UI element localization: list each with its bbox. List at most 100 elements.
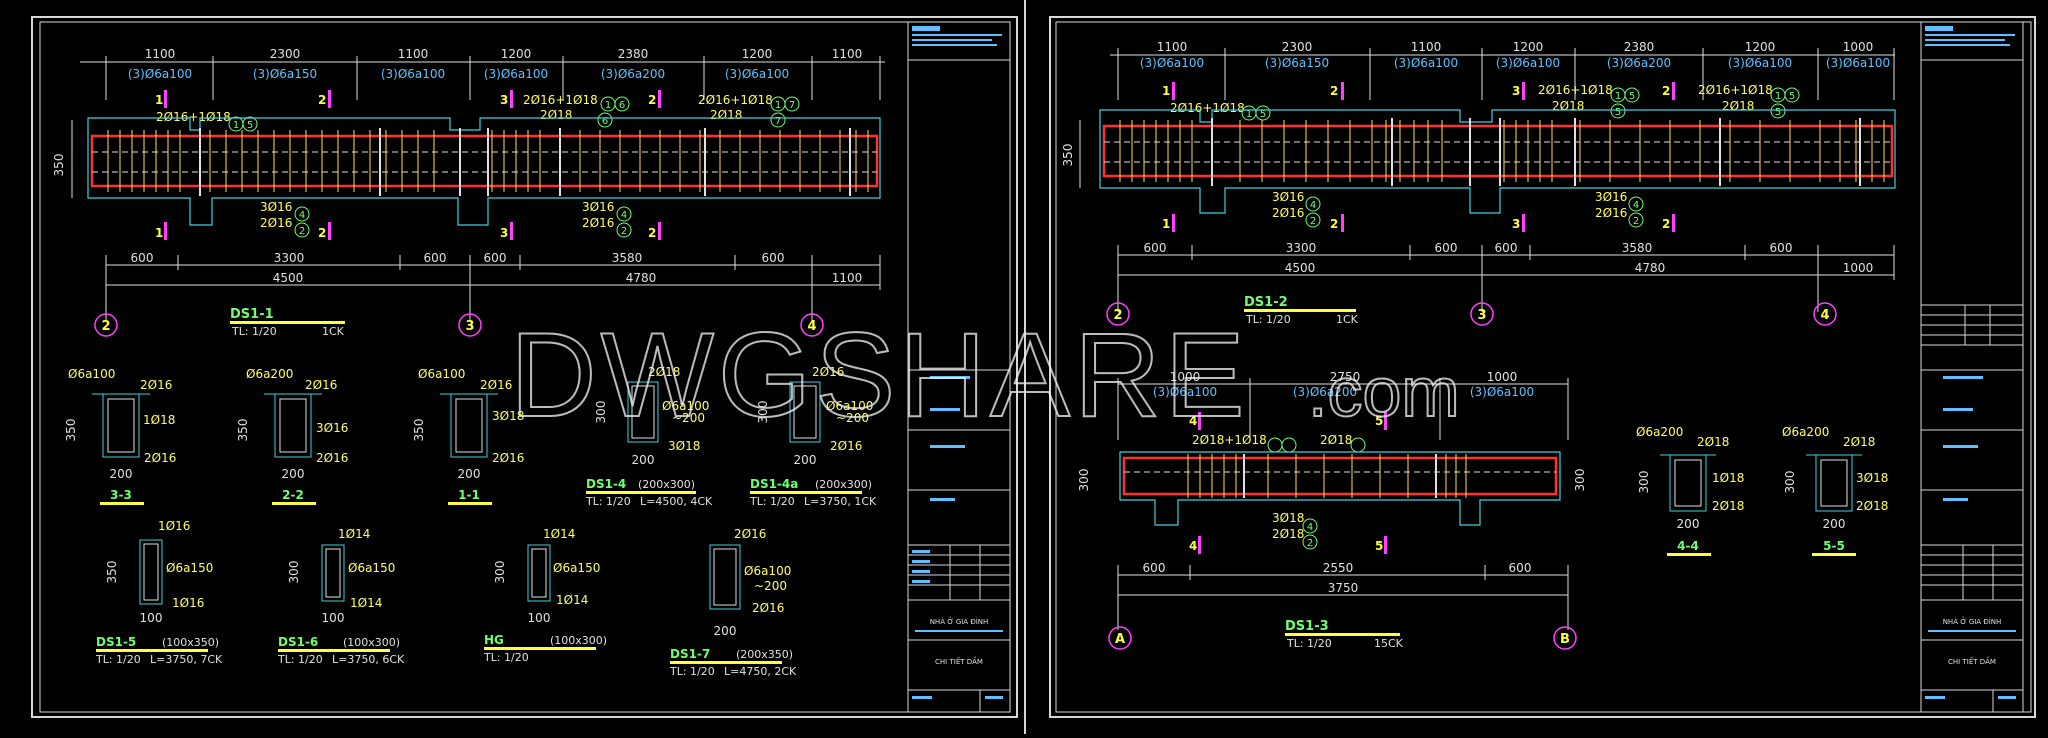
section-mid: 1Ø18 bbox=[1712, 471, 1744, 485]
section-stirrup: Ø6a200 bbox=[1636, 425, 1683, 439]
ds-top: 2Ø16 bbox=[734, 527, 766, 541]
total-span-label: 4780 bbox=[1635, 261, 1666, 275]
ds-length: L=3750, 1CK bbox=[804, 495, 877, 508]
total-span-label: 4780 bbox=[626, 271, 657, 285]
section-mid: 3Ø16 bbox=[316, 421, 348, 435]
span-label: 3580 bbox=[1622, 241, 1653, 255]
axis-label: 3 bbox=[1477, 308, 1486, 323]
ds-title: DS1-4 bbox=[586, 477, 626, 491]
left-axis-markers: 2 3 4 bbox=[94, 313, 824, 337]
stirrup-label: (3)Ø6a100 bbox=[1140, 56, 1204, 70]
span-label: 1000 bbox=[1170, 370, 1201, 384]
ds-scale: TL: 1/20 bbox=[585, 495, 631, 508]
left-stirrup-label: (3)Ø6a150 bbox=[253, 67, 317, 81]
ds-width: 200 bbox=[794, 453, 817, 467]
span-label: 600 bbox=[1435, 241, 1458, 255]
right-bottom-tags bbox=[1305, 196, 1644, 228]
left-title-block: NHÀ Ở GIA ĐÌNH CHI TIẾT DẦM bbox=[907, 21, 1011, 713]
bar-tag: 4 bbox=[621, 210, 627, 221]
bar-tag: 7 bbox=[775, 116, 781, 127]
bar-tag: 5 bbox=[1615, 107, 1621, 118]
section-stirrup: Ø6a100 bbox=[418, 367, 465, 381]
left-span-label: 1200 bbox=[742, 47, 773, 61]
section-top: 2Ø18 bbox=[1697, 435, 1729, 449]
span-label: 3300 bbox=[1286, 241, 1317, 255]
section-name: 1-1 bbox=[458, 488, 480, 502]
total-span-label: 1000 bbox=[1843, 261, 1874, 275]
right-axis-markers: 2 3 4 bbox=[1106, 302, 1837, 326]
section-mid: 1Ø18 bbox=[143, 413, 175, 427]
section-mark: 2 bbox=[318, 226, 326, 240]
bar-tag: 5 bbox=[247, 120, 253, 131]
left-stirrup-label: (3)Ø6a200 bbox=[601, 67, 665, 81]
bar-tag: 1 bbox=[1246, 109, 1252, 120]
beam-title: DS1-2 bbox=[1244, 295, 1288, 310]
right-section-5-5: 300 200 Ø6a200 2Ø18 3Ø18 2Ø18 5-5 bbox=[1782, 425, 1888, 556]
stirrup-label: (3)Ø6a100 bbox=[1496, 56, 1560, 70]
stirrup-label: (3)Ø6a200 bbox=[1293, 385, 1357, 399]
beam-count: 15CK bbox=[1374, 637, 1404, 650]
span-label: 600 bbox=[1495, 241, 1518, 255]
axis-label: 2 bbox=[101, 319, 110, 334]
right-sheet-name: CHI TIẾT DẦM bbox=[1948, 656, 1996, 666]
left-ds1-5: 350 100 1Ø16 Ø6a150 1Ø16 DS1-5 (100x350)… bbox=[95, 519, 223, 666]
bar-callout: 2Ø18 bbox=[1272, 527, 1304, 541]
ds-size: (100x350) bbox=[162, 636, 219, 649]
left-span-label: 1100 bbox=[145, 47, 176, 61]
span-label: 3580 bbox=[612, 251, 643, 265]
ds-height: 300 bbox=[756, 401, 770, 424]
beam-count: 1CK bbox=[1336, 313, 1359, 326]
right-bottom-span-labels: 600 3300 600 600 3580 600 4500 4780 1000 bbox=[1144, 241, 1874, 275]
left-bottom-tags bbox=[294, 206, 632, 238]
ds-stirrup: Ø6a100 bbox=[826, 399, 873, 413]
total-span-label: 1100 bbox=[832, 271, 863, 285]
ds-height: 350 bbox=[105, 561, 119, 584]
left-section-1-1: 350 200 Ø6a100 2Ø16 3Ø18 2Ø16 1-1 bbox=[412, 367, 524, 505]
section-mark: 1 bbox=[155, 93, 163, 107]
bar-tag: 5 bbox=[1629, 91, 1635, 102]
axis-label: 2 bbox=[1113, 308, 1122, 323]
section-width: 200 bbox=[458, 467, 481, 481]
left-span-label: 1200 bbox=[501, 47, 532, 61]
section-bot: 2Ø18 bbox=[1712, 499, 1744, 513]
ds-bot: 1Ø14 bbox=[556, 593, 588, 607]
right-beam-elevation: 350 bbox=[1061, 109, 1896, 214]
section-height: 300 bbox=[1637, 471, 1651, 494]
stirrup-label: (3)Ø6a100 bbox=[1470, 385, 1534, 399]
total-span-label: 4500 bbox=[1285, 261, 1316, 275]
span-label: 600 bbox=[484, 251, 507, 265]
beam-title: DS1-1 bbox=[230, 307, 274, 322]
bar-callout: 2Ø18 bbox=[710, 108, 742, 122]
right-ds1-3: 1000 2750 1000 (3)Ø6a100 (3)Ø6a200 (3)Ø6… bbox=[1077, 370, 1587, 650]
bar-tag: 2 bbox=[1633, 216, 1639, 227]
ds-top: 1Ø14 bbox=[338, 527, 370, 541]
section-mark: 5 bbox=[1375, 539, 1383, 553]
bar-tag: 2 bbox=[1310, 216, 1316, 227]
section-stirrup: Ø6a200 bbox=[246, 367, 293, 381]
span-label: 2380 bbox=[1624, 40, 1655, 54]
ds-size: (200x300) bbox=[638, 478, 695, 491]
left-ds1-7: 200 2Ø16 Ø6a100 ~200 2Ø16 DS1-7 (200x350… bbox=[669, 527, 797, 678]
ds-length: L=4500, 4CK bbox=[640, 495, 713, 508]
right-top-spans: 1100 2300 1100 1200 2380 1200 1000 bbox=[1157, 40, 1874, 54]
section-mark: 2 bbox=[648, 226, 656, 240]
bar-tag: 1 bbox=[1775, 91, 1781, 102]
span-label: 2750 bbox=[1330, 370, 1361, 384]
axis-label: B bbox=[1560, 632, 1570, 647]
right-bar-tag-text: 1 5 1 5 5 1 5 5 bbox=[1246, 91, 1795, 120]
left-sheet: NHÀ Ở GIA ĐÌNH CHI TIẾT DẦM 1100 2300 11… bbox=[31, 0, 1026, 734]
left-beam-height: 350 bbox=[52, 154, 66, 177]
section-mark: 4 bbox=[1189, 539, 1197, 553]
bar-tag: 2 bbox=[1307, 538, 1313, 549]
span-label: 1000 bbox=[1843, 40, 1874, 54]
ds-size: (200x300) bbox=[815, 478, 872, 491]
section-stirrup: Ø6a100 bbox=[68, 367, 115, 381]
left-sheet-name: CHI TIẾT DẦM bbox=[935, 656, 983, 666]
bar-tag: 7 bbox=[789, 100, 795, 111]
ds-size: (200x350) bbox=[736, 648, 793, 661]
section-name: 2-2 bbox=[282, 488, 304, 502]
span-label: 1100 bbox=[1411, 40, 1442, 54]
stirrup-label: (3)Ø6a100 bbox=[1394, 56, 1458, 70]
section-mark: 3 bbox=[1512, 84, 1520, 98]
